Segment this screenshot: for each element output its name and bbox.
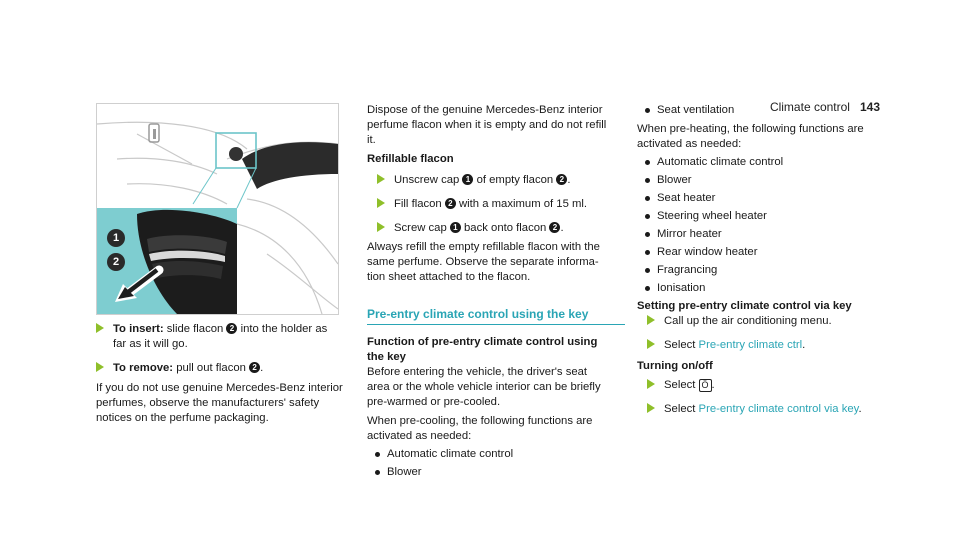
- step-select-via-key: Select Pre-entry climate control via key…: [637, 402, 887, 417]
- step-fill: Fill flacon 2 with a maximum of 15 ml.: [367, 197, 625, 212]
- bullet-item: Seat heater: [643, 191, 887, 206]
- note-line: perfumes, observe the manufacturers' saf…: [96, 397, 320, 409]
- function-heading: Function of pre-entry climate control us…: [367, 336, 598, 348]
- callout-1-inline: 1: [462, 174, 474, 185]
- always-line: tion sheet attached to the flacon.: [367, 271, 531, 283]
- function-heading: the key: [367, 351, 406, 363]
- heating-line: When pre-heating, the following function…: [637, 123, 864, 135]
- step-screw: Screw cap 1 back onto flacon 2.: [367, 221, 625, 236]
- bullet-item: Fragrancing: [643, 263, 887, 278]
- step-select-icon: Select Ö.: [637, 378, 887, 393]
- bullet-item: Blower: [643, 173, 887, 188]
- bullet-item: Seat ventilation: [643, 103, 887, 118]
- dashboard-illustration: [97, 121, 338, 314]
- callout-1: 1: [107, 229, 125, 247]
- bullet-item: Ionisation: [643, 281, 887, 296]
- bullet-item: Rear window heater: [643, 245, 887, 260]
- bullet-item: Blower: [373, 465, 625, 480]
- bullet-item: Automatic climate control: [643, 155, 887, 170]
- setting-heading: Setting pre-entry climate control via ke…: [637, 300, 852, 312]
- callout-2-inline: 2: [444, 198, 456, 209]
- step-call-menu: Call up the air conditioning menu.: [637, 314, 887, 329]
- step-unscrew: Unscrew cap 1 of empty flacon 2.: [367, 173, 625, 188]
- page-number: 143: [859, 100, 880, 114]
- column-3: Seat ventilation When pre-heating, the f…: [637, 103, 887, 417]
- settings-icon: Ö: [698, 379, 712, 392]
- step-arrow-icon: [377, 198, 385, 208]
- step-arrow-icon: [96, 362, 104, 372]
- step-arrow-icon: [377, 174, 385, 184]
- always-line: same perfume. Observe the separate infor…: [367, 256, 599, 268]
- function-line: area or the whole vehicle interior can b…: [367, 381, 601, 393]
- step-remove: To remove: pull out flacon 2.: [96, 361, 346, 376]
- page-header: Climate control 143: [770, 100, 880, 114]
- intro-line: it.: [367, 134, 376, 146]
- callout-2-inline: 2: [226, 323, 238, 334]
- cooling-line: activated as needed:: [367, 430, 472, 442]
- callout-2-inline: 2: [249, 362, 261, 373]
- bullet-item: Automatic climate control: [373, 447, 625, 462]
- function-line: Before entering the vehicle, the driver'…: [367, 366, 588, 378]
- callout-2-inline: 2: [549, 222, 561, 233]
- callout-1-inline: 1: [449, 222, 461, 233]
- turning-heading: Turning on/off: [637, 360, 713, 372]
- step-select-ctrl: Select Pre-entry climate ctrl.: [637, 338, 887, 353]
- intro-line: perfume flacon when it is empty and do n…: [367, 119, 607, 131]
- callout-2-inline: 2: [556, 174, 568, 185]
- menu-link-pre-entry-ctrl: Pre-entry climate ctrl: [698, 339, 803, 351]
- cooling-line: When pre-cooling, the following function…: [367, 415, 593, 427]
- refillable-heading: Refillable flacon: [367, 153, 454, 165]
- step-arrow-icon: [647, 403, 655, 413]
- step-insert: To insert: slide flacon 2 into the holde…: [96, 322, 346, 337]
- callout-2: 2: [107, 253, 125, 271]
- column-2: Dispose of the genuine Mercedes-Benz int…: [367, 103, 625, 480]
- step-arrow-icon: [647, 315, 655, 325]
- bullet-item: Steering wheel heater: [643, 209, 887, 224]
- menu-link-via-key: Pre-entry climate control via key: [698, 403, 859, 415]
- note-line: notices on the perfume packaging.: [96, 412, 269, 424]
- heating-line: activated as needed:: [637, 138, 742, 150]
- step-insert-cont: far as it will go.: [113, 338, 188, 350]
- step-arrow-icon: [96, 323, 104, 333]
- chapter-title: Climate control: [769, 100, 850, 114]
- function-line: pre-warmed or pre-cooled.: [367, 396, 501, 408]
- column-1: To insert: slide flacon 2 into the holde…: [96, 322, 346, 426]
- always-line: Always refill the empty refillable flaco…: [367, 241, 600, 253]
- step-arrow-icon: [377, 222, 385, 232]
- step-arrow-icon: [647, 379, 655, 389]
- section-heading: Pre-entry climate control using the key: [367, 307, 589, 321]
- bullet-item: Mirror heater: [643, 227, 887, 242]
- intro-line: Dispose of the genuine Mercedes-Benz int…: [367, 104, 603, 116]
- note-line: If you do not use genuine Mercedes-Benz …: [96, 382, 343, 394]
- perfume-figure: 1 2: [96, 103, 339, 315]
- step-arrow-icon: [647, 339, 655, 349]
- section-rule: [367, 324, 625, 325]
